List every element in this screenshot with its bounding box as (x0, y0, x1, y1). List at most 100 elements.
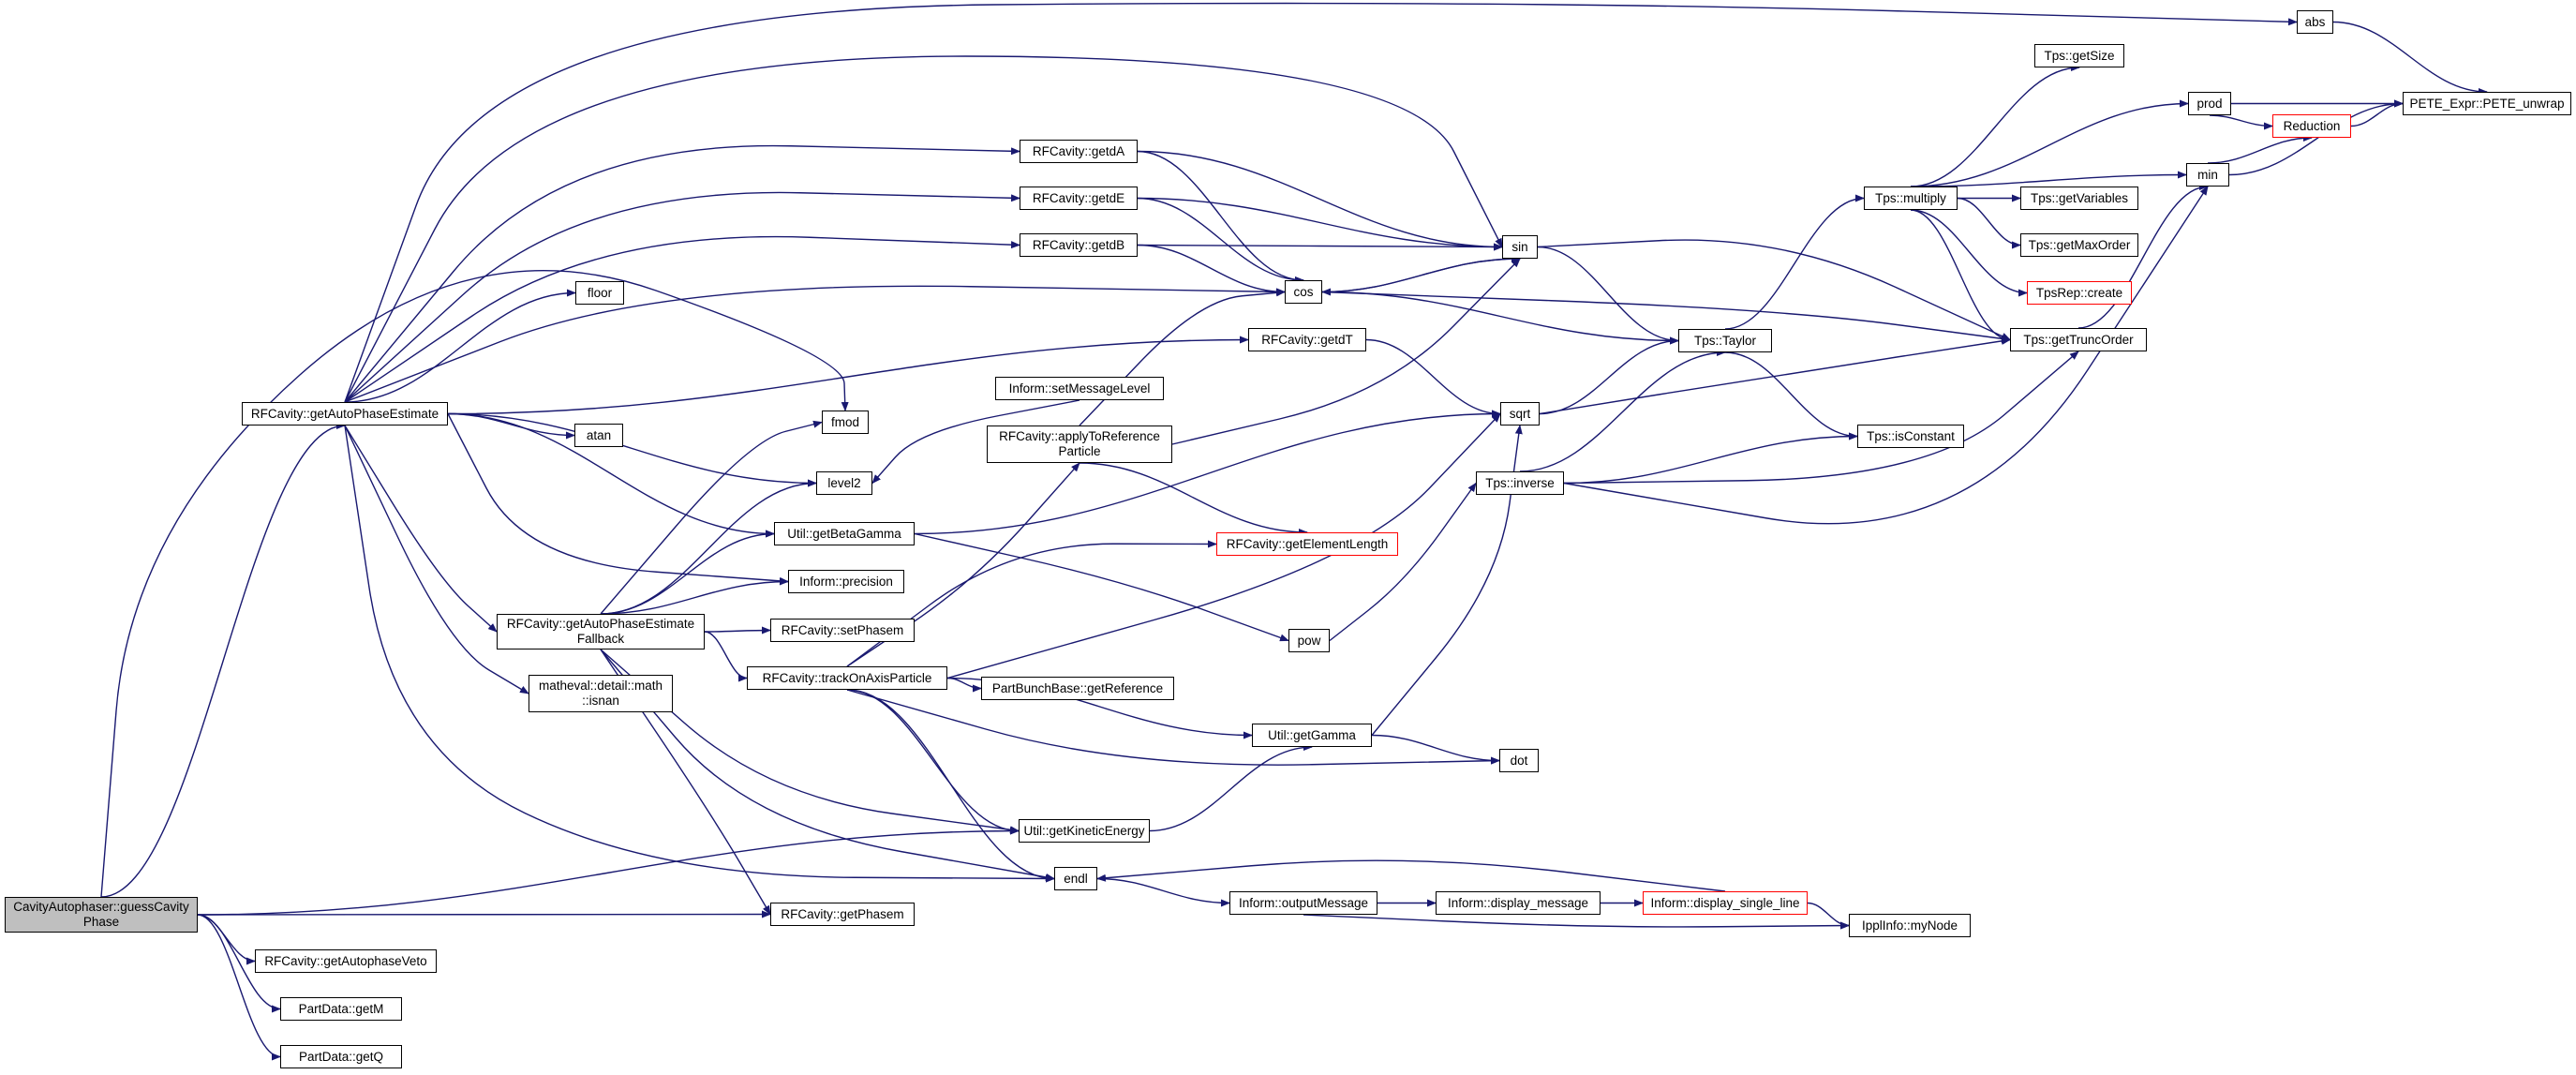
node-gete[interactable]: RFCavity::getdE (1020, 187, 1138, 210)
node-get-reference[interactable]: PartBunchBase::getReference (981, 677, 1174, 700)
edge-prod-to-Reduction (2209, 114, 2273, 130)
edge-getAutoPhaseEstimate-to-endl (344, 425, 1055, 883)
edge-getAutoPhaseEstimateFallback-to-trackOnAxisParticle (704, 631, 748, 682)
edge-getAutoPhaseEstimate-to-abs (344, 2, 2298, 403)
edge-getAutoPhaseEstimateFallback-to-getBetaGamma (600, 530, 775, 615)
node-my-node[interactable]: IpplInfo::myNode (1849, 914, 1971, 937)
edge-getAutoPhaseEstimate-to-getdA (344, 144, 1020, 403)
edge-setMessageLevel-to-level2 (871, 399, 1080, 485)
node-get-phasem[interactable]: RFCavity::getPhasem (770, 903, 915, 926)
node-fmod[interactable]: fmod (822, 411, 869, 434)
node-display-message[interactable]: Inform::display_message (1436, 891, 1601, 915)
node-prod[interactable]: prod (2188, 92, 2231, 115)
edge-getAutoPhaseEstimate-to-getAutoPhaseEstimateFallback (344, 425, 498, 633)
node-tps-multiply[interactable]: Tps::multiply (1864, 187, 1958, 210)
edge-getAutoPhaseEstimateFallback-to-setPhasem (704, 626, 771, 635)
edge-display_single_line-to-endl (1096, 859, 1726, 892)
edge-multiply-to-create (1910, 209, 2028, 297)
edge-sin-to-Taylor (1537, 246, 1679, 345)
node-display-single-line[interactable]: Inform::display_single_line (1643, 891, 1808, 915)
node-apply-to-reference-particle[interactable]: RFCavity::applyToReference Particle (987, 426, 1172, 463)
edge-Taylor-to-isConstant (1724, 351, 1858, 440)
edge-trackOnAxisParticle-to-applyToReferenceParticle (846, 462, 1080, 667)
edge-cos-to-getTruncOrder (1321, 291, 2011, 343)
node-set-phasem[interactable]: RFCavity::setPhasem (770, 619, 915, 642)
node-pete-unwrap[interactable]: PETE_Expr::PETE_unwrap (2403, 92, 2571, 115)
edge-pow-to-inverse (1329, 482, 1477, 642)
node-getda[interactable]: RFCavity::getdA (1020, 140, 1138, 163)
node-pow[interactable]: pow (1288, 629, 1330, 652)
node-get-kinetic-energy[interactable]: Util::getKineticEnergy (1019, 819, 1150, 843)
node-get-beta-gamma[interactable]: Util::getBetaGamma (774, 522, 915, 545)
edge-trackOnAxisParticle-to-getKineticEnergy (846, 689, 1020, 835)
edge-trackOnAxisParticle-to-getElementLength (846, 540, 1217, 667)
node-output-message[interactable]: Inform::outputMessage (1229, 891, 1377, 915)
node-tps-get-size[interactable]: Tps::getSize (2034, 44, 2124, 67)
edge-getdE-to-cos (1137, 197, 1304, 284)
node-endl[interactable]: endl (1054, 867, 1097, 890)
node-tpsrep-create[interactable]: TpsRep::create (2027, 281, 2132, 305)
edge-getdA-to-cos (1137, 150, 1304, 284)
node-floor[interactable]: floor (575, 281, 624, 305)
node-tps-get-max-order[interactable]: Tps::getMaxOrder (2020, 233, 2138, 257)
edge-multiply-to-getSize (1910, 64, 2080, 187)
node-sin[interactable]: sin (1502, 235, 1538, 259)
edge-getAutoPhaseEstimate-to-cos (344, 285, 1286, 403)
node-isnan[interactable]: matheval::detail::math ::isnan (529, 675, 673, 712)
node-tps-get-trunc-order[interactable]: Tps::getTruncOrder (2010, 328, 2147, 351)
edge-getAutoPhaseEstimateFallback-to-precision (600, 577, 789, 615)
node-abs[interactable]: abs (2297, 10, 2333, 34)
edge-getGamma-to-sqrt (1371, 425, 1523, 736)
edge-guessCavityPhase-to-getQ (197, 914, 281, 1061)
edge-getKineticEnergy-to-getGamma (1149, 743, 1313, 832)
node-get-autophase-veto[interactable]: RFCavity::getAutophaseVeto (255, 949, 437, 973)
node-tps-taylor[interactable]: Tps::Taylor (1678, 329, 1772, 352)
node-get-auto-phase-estimate[interactable]: RFCavity::getAutoPhaseEstimate (242, 402, 448, 426)
node-get-element-length[interactable]: RFCavity::getElementLength (1216, 532, 1398, 556)
edge-getBetaGamma-to-pow (914, 532, 1289, 642)
edge-getAutoPhaseEstimateFallback-to-getPhasem (600, 649, 771, 916)
node-track-on-axis-particle[interactable]: RFCavity::trackOnAxisParticle (747, 666, 947, 690)
node-atan[interactable]: atan (574, 424, 623, 447)
edge-sin-to-getTruncOrder (1537, 239, 2011, 341)
node-cos[interactable]: cos (1285, 280, 1322, 304)
node-reduction[interactable]: Reduction (2272, 114, 2351, 138)
node-guess-cavity-phase[interactable]: CavityAutophaser::guessCavity Phase (5, 897, 198, 933)
edge-trackOnAxisParticle-to-sqrt (946, 412, 1501, 679)
edge-getdB-to-cos (1137, 244, 1286, 296)
edge-getGamma-to-dot (1371, 734, 1500, 765)
node-sqrt[interactable]: sqrt (1500, 402, 1540, 426)
node-get-gamma[interactable]: Util::getGamma (1252, 724, 1372, 747)
node-tps-get-variables[interactable]: Tps::getVariables (2020, 187, 2138, 210)
edge-endl-to-outputMessage (1096, 877, 1230, 907)
edge-applyToReferenceParticle-to-cos (1079, 289, 1286, 426)
edge-getdB-to-sin (1137, 243, 1503, 251)
edge-sin-to-cos (1321, 258, 1521, 296)
edge-inverse-to-Taylor (1519, 349, 1726, 472)
edge-min-to-PETE_unwrap (2228, 99, 2404, 176)
node-getdb[interactable]: RFCavity::getdB (1020, 233, 1138, 257)
node-tps-is-constant[interactable]: Tps::isConstant (1857, 425, 1964, 448)
edge-inverse-to-getTruncOrder (1563, 351, 2079, 485)
edge-getAutoPhaseEstimate-to-isnan (344, 425, 529, 694)
node-get-q[interactable]: PartData::getQ (280, 1045, 402, 1068)
edge-guessCavityPhase-to-getM (197, 914, 281, 1013)
node-get-auto-phase-estimate-fallback[interactable]: RFCavity::getAutoPhaseEstimate Fallback (497, 614, 705, 649)
node-set-message-level[interactable]: Inform::setMessageLevel (995, 377, 1164, 400)
edge-getAutoPhaseEstimate-to-floor (344, 289, 576, 403)
edge-getAutoPhaseEstimate-to-getdB (344, 235, 1020, 403)
node-getdt[interactable]: RFCavity::getdT (1248, 328, 1366, 351)
node-dot[interactable]: dot (1499, 749, 1539, 772)
edge-getAutoPhaseEstimate-to-getBetaGamma (447, 412, 775, 538)
edge-sqrt-to-getTruncOrder (1539, 336, 2011, 415)
edge-getAutoPhaseEstimate-to-sin (344, 55, 1503, 403)
edge-guessCavityPhase-to-getPhasem (197, 910, 771, 918)
node-get-m[interactable]: PartData::getM (280, 997, 402, 1021)
node-inform-precision[interactable]: Inform::precision (788, 570, 904, 593)
node-tps-inverse[interactable]: Tps::inverse (1476, 471, 1564, 495)
node-min[interactable]: min (2186, 163, 2229, 187)
node-level2[interactable]: level2 (816, 471, 872, 495)
edge-getBetaGamma-to-sqrt (914, 410, 1501, 535)
